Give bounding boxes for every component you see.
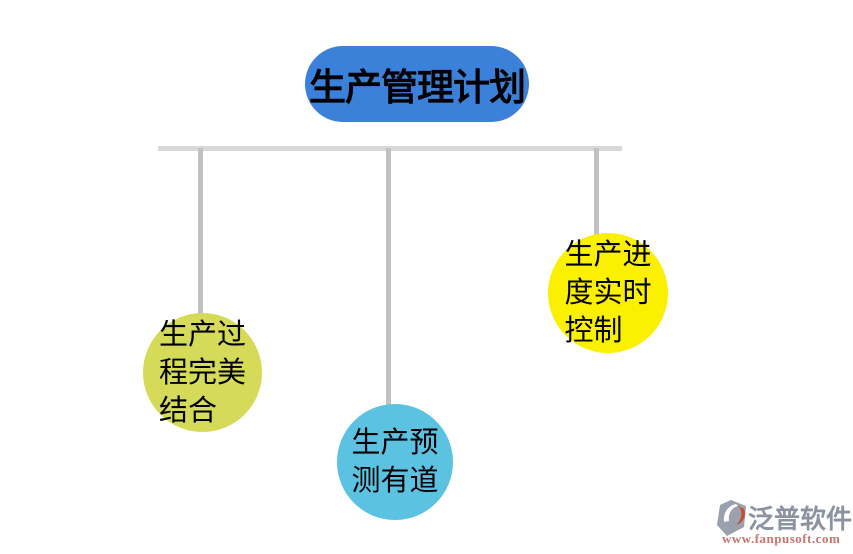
node-circle-progress: 生产进 度实时 控制 [548, 233, 668, 353]
connector-vertical-left [198, 148, 203, 318]
fanpu-gem-icon [716, 499, 748, 542]
diagram-title: 生产管理计划 [309, 68, 526, 109]
node-circle-process: 生产过 程完美 结合 [143, 313, 262, 432]
node-label-line: 生产预 [351, 427, 439, 459]
title-pill: 生产管理计划 [305, 46, 529, 122]
brand-name: 泛普软件 [748, 504, 853, 534]
node-label-line: 度实时 [564, 277, 652, 309]
brand-url: www.fanpusoft.com [722, 531, 841, 546]
brand-row: 泛普软件 [704, 497, 852, 536]
node-label-line: 测有道 [351, 465, 439, 497]
node-label-line: 程完美 [158, 356, 246, 389]
connector-vertical-right [594, 148, 599, 240]
node-label-process: 生产过 程完美 结合 [159, 316, 246, 430]
brand-watermark: 泛普软件 www.fanpusoft.com [704, 497, 852, 547]
node-label-forecast: 生产预 测有道 [351, 424, 438, 500]
node-label-line: 生产过 [158, 318, 246, 351]
node-label-progress: 生产进 度实时 控制 [564, 236, 651, 350]
node-label-line: 结合 [158, 394, 217, 427]
node-label-line: 生产进 [564, 239, 652, 271]
node-circle-forecast: 生产预 测有道 [337, 404, 453, 520]
connector-vertical-middle [386, 148, 391, 410]
node-label-line: 控制 [564, 315, 623, 347]
